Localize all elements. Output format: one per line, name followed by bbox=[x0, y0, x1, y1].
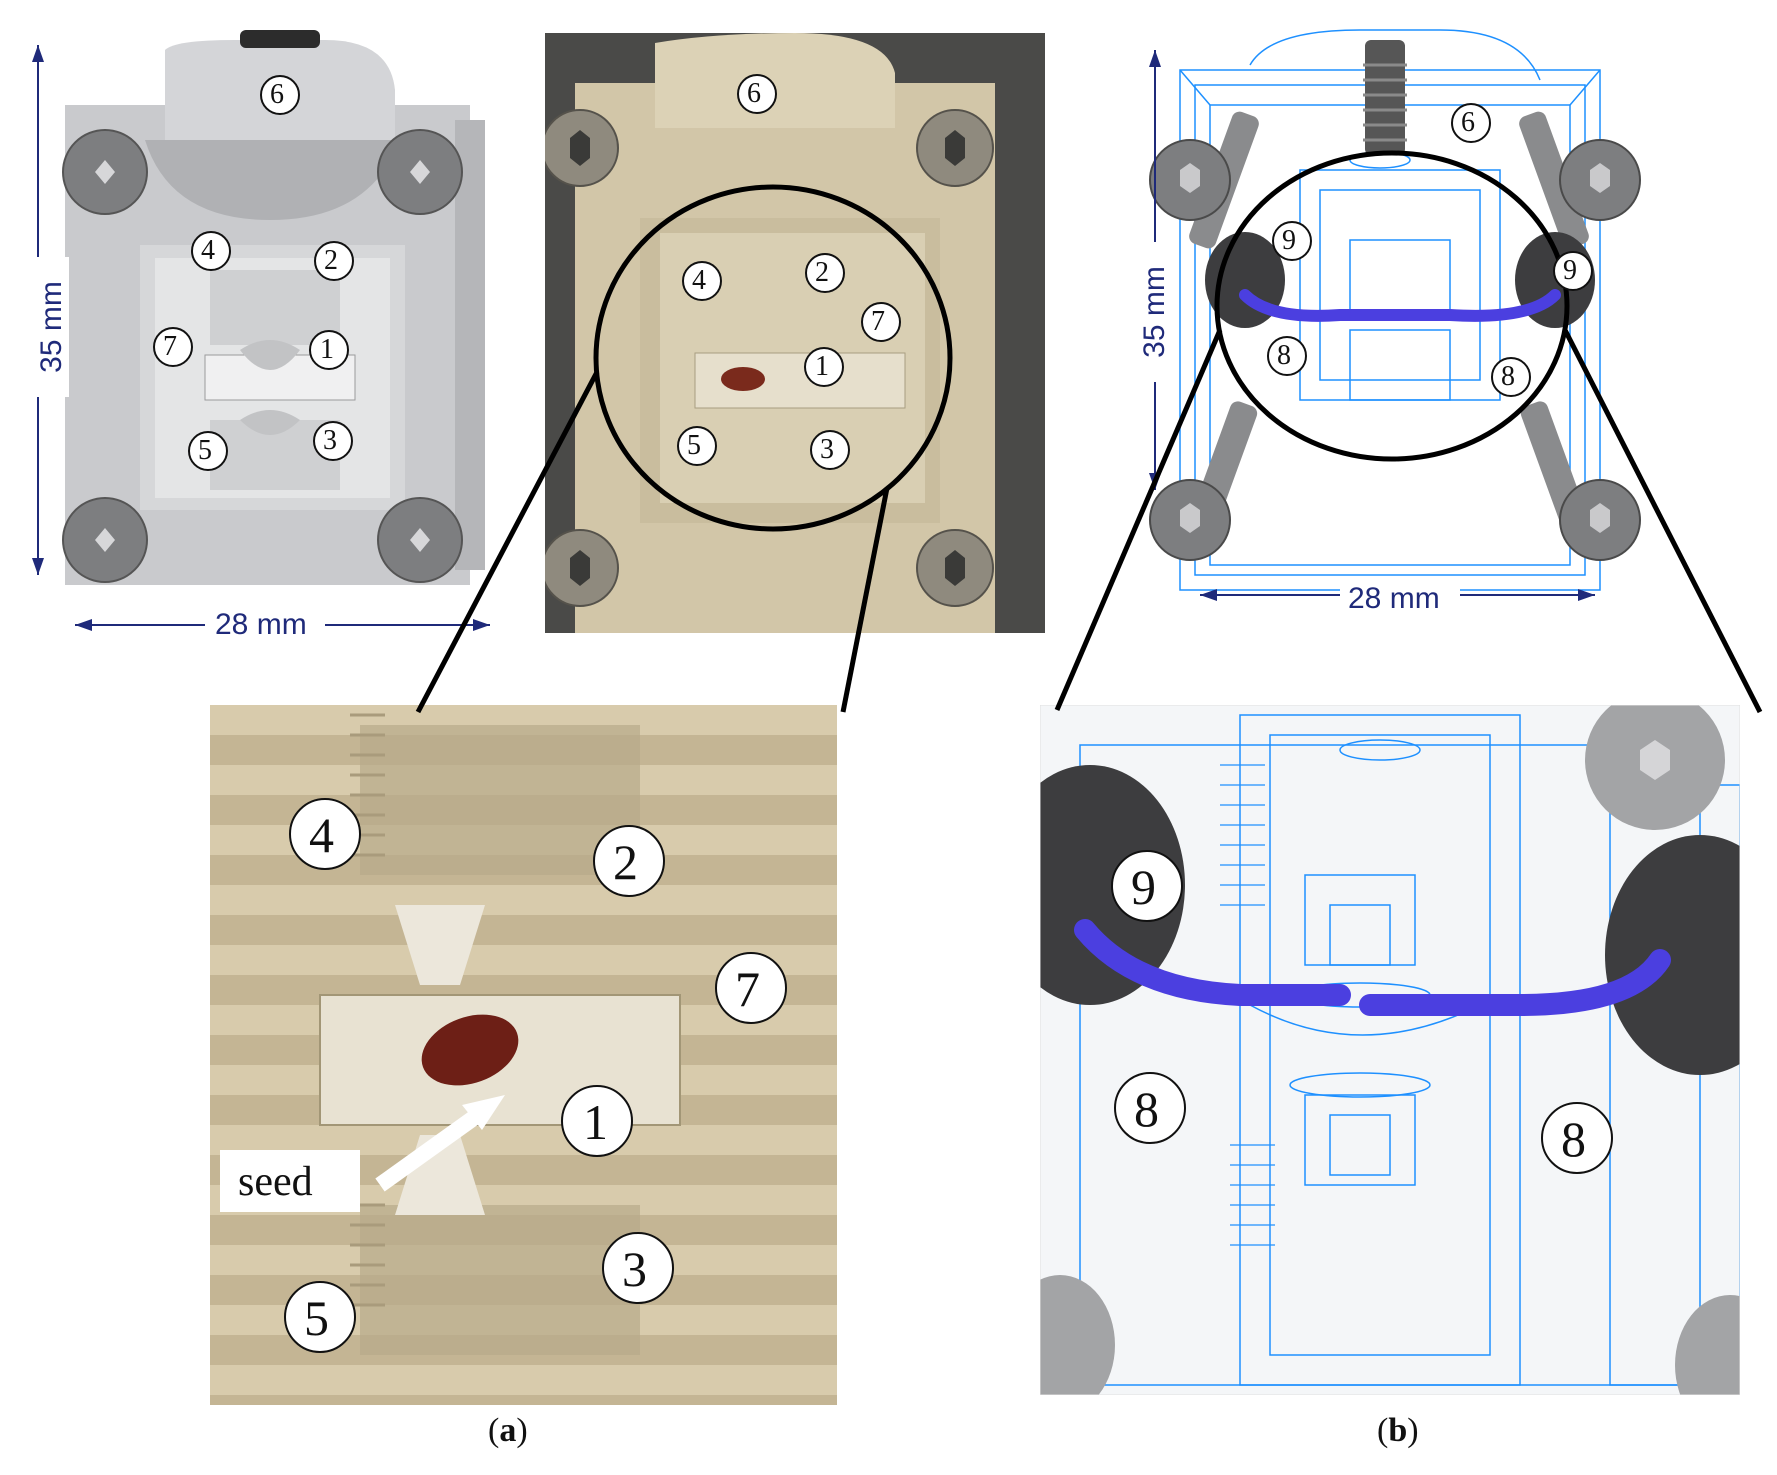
caption-a-letter: a bbox=[499, 1412, 517, 1449]
caption-b: (b) bbox=[1377, 1412, 1419, 1450]
device-photo-zoom bbox=[210, 705, 837, 1405]
dim-height-b: 35 mm bbox=[1138, 242, 1172, 382]
cad-wireframe bbox=[1120, 10, 1680, 620]
caption-b-open: ( bbox=[1377, 1412, 1389, 1449]
caption-b-close: ) bbox=[1407, 1412, 1419, 1449]
caption-a-close: ) bbox=[516, 1412, 528, 1449]
caption-a-open: ( bbox=[488, 1412, 500, 1449]
cad-wireframe-zoom bbox=[1040, 705, 1740, 1395]
caption-b-letter: b bbox=[1388, 1412, 1408, 1449]
cad-render-front bbox=[0, 30, 520, 670]
dim-width-a: 28 mm bbox=[215, 608, 307, 641]
seed-label-box bbox=[220, 1150, 360, 1212]
seed-label: seed bbox=[238, 1159, 313, 1205]
dim-width-b: 28 mm bbox=[1348, 582, 1440, 615]
caption-a: (a) bbox=[488, 1412, 528, 1450]
device-photo bbox=[545, 33, 1045, 633]
dim-height-a: 35 mm bbox=[35, 257, 69, 397]
